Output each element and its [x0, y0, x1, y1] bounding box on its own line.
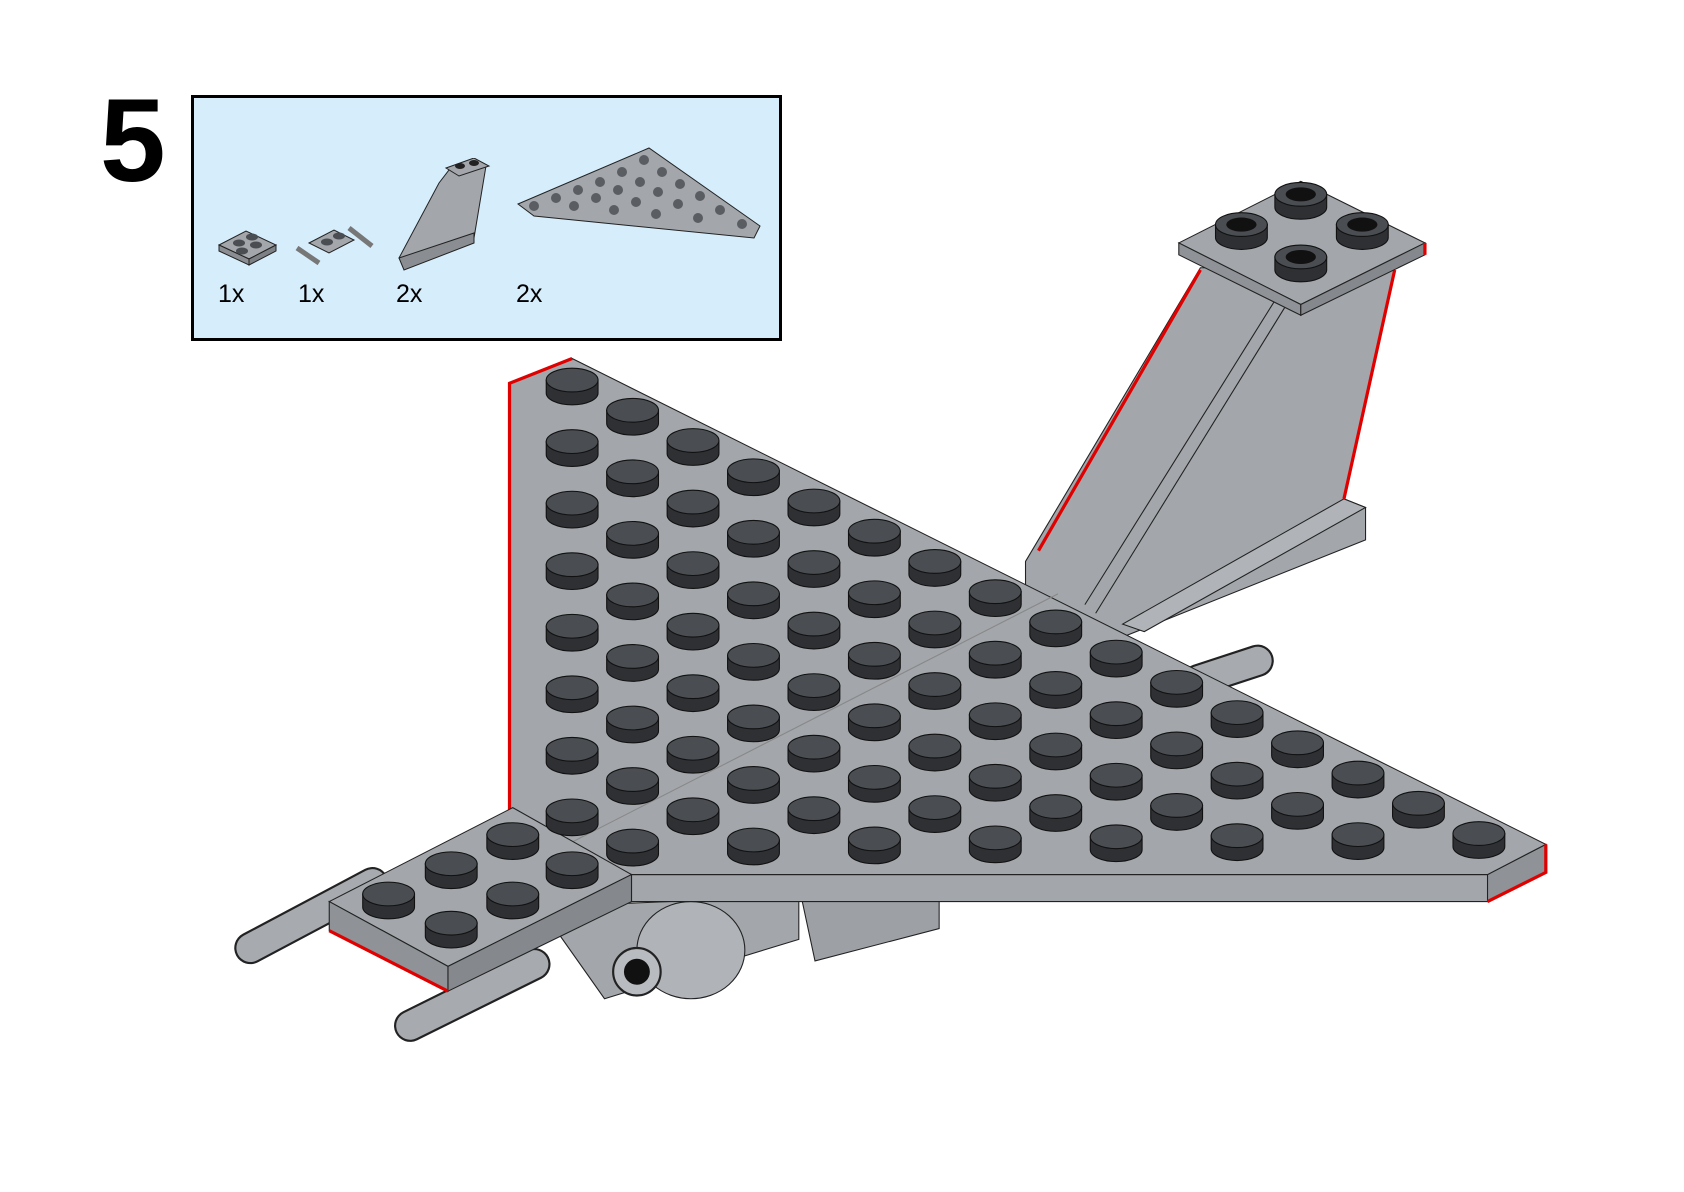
stud: [908, 672, 962, 710]
stud: [1089, 762, 1143, 801]
stud: [1210, 700, 1264, 738]
stud: [606, 459, 660, 498]
stud: [1150, 669, 1204, 708]
stud: [908, 733, 962, 772]
stud: [727, 827, 780, 866]
stud: [545, 736, 599, 775]
stud: [908, 549, 962, 587]
stud: [727, 581, 780, 620]
stud: [1089, 824, 1143, 863]
stud: [787, 673, 841, 711]
stud: [545, 675, 599, 714]
stud: [1210, 823, 1264, 862]
stud: [847, 826, 901, 865]
stud: [847, 764, 901, 803]
stud: [424, 851, 478, 890]
stud: [362, 881, 416, 920]
stud: [1335, 212, 1389, 250]
wing-plate: [507, 356, 1548, 904]
part-qty: 2x: [396, 280, 423, 308]
stud: [1089, 639, 1143, 678]
studs: [362, 181, 1506, 949]
stud: [1029, 794, 1083, 832]
stud: [968, 763, 1022, 802]
stud: [727, 766, 780, 804]
stud: [606, 397, 660, 436]
fuselage: [538, 884, 940, 1000]
stud: [787, 611, 841, 650]
plate-2x2-image: [217, 230, 278, 266]
stud: [606, 705, 660, 744]
stud: [545, 851, 599, 890]
stud: [1029, 732, 1083, 771]
stud: [545, 429, 599, 467]
stud: [1029, 671, 1083, 709]
stud: [1210, 761, 1264, 800]
wedge-plate-image: [517, 147, 761, 239]
stud: [666, 674, 720, 713]
parts-callout: 1x 1x 2x 2x: [191, 95, 782, 341]
stud: [968, 702, 1022, 741]
stud: [486, 822, 540, 860]
stud: [968, 825, 1022, 864]
stud: [1331, 760, 1385, 799]
stud: [606, 582, 660, 621]
stud: [666, 612, 720, 651]
stud: [1331, 822, 1385, 860]
stud: [666, 797, 720, 836]
tail-fin: [1024, 180, 1427, 638]
part-qty: 1x: [298, 280, 325, 308]
stud: [1274, 181, 1328, 220]
stud: [847, 518, 901, 557]
stud: [847, 580, 901, 619]
stud: [545, 367, 599, 406]
stud: [545, 552, 599, 591]
stud: [968, 579, 1022, 618]
stud: [968, 640, 1022, 679]
stud: [787, 550, 841, 588]
stud: [847, 703, 901, 742]
stud: [787, 796, 841, 835]
stud: [1274, 244, 1328, 283]
part-qty: 1x: [218, 280, 245, 308]
stud: [666, 489, 720, 528]
stud: [606, 828, 660, 867]
stud: [1452, 821, 1506, 859]
stud: [1029, 609, 1083, 648]
stud: [545, 490, 599, 529]
stud: [1214, 212, 1268, 250]
stud: [1150, 731, 1204, 770]
stud: [424, 910, 478, 949]
stud: [727, 642, 780, 681]
tail-fin-image: [398, 158, 491, 271]
stud: [666, 551, 720, 589]
stud: [1271, 791, 1324, 830]
stud: [606, 644, 660, 682]
stud: [486, 881, 540, 920]
stud: [666, 735, 720, 774]
stud: [606, 520, 660, 559]
stud: [847, 641, 901, 680]
stud: [727, 704, 780, 743]
stud: [545, 798, 599, 837]
stud: [1271, 730, 1324, 769]
stud: [727, 519, 780, 558]
stud: [908, 795, 962, 833]
stud: [787, 734, 841, 773]
stud: [1391, 790, 1445, 829]
stud: [1150, 793, 1204, 831]
stud: [908, 610, 962, 649]
stud: [666, 428, 720, 466]
front-plate: [328, 807, 633, 993]
stud: [727, 458, 780, 497]
plate-with-handles-image: [295, 226, 374, 266]
step-number: 5: [100, 75, 166, 207]
stud: [606, 767, 660, 805]
stud: [787, 488, 841, 527]
stud: [545, 613, 599, 652]
stud: [1089, 701, 1143, 740]
part-qty: 2x: [516, 280, 543, 308]
